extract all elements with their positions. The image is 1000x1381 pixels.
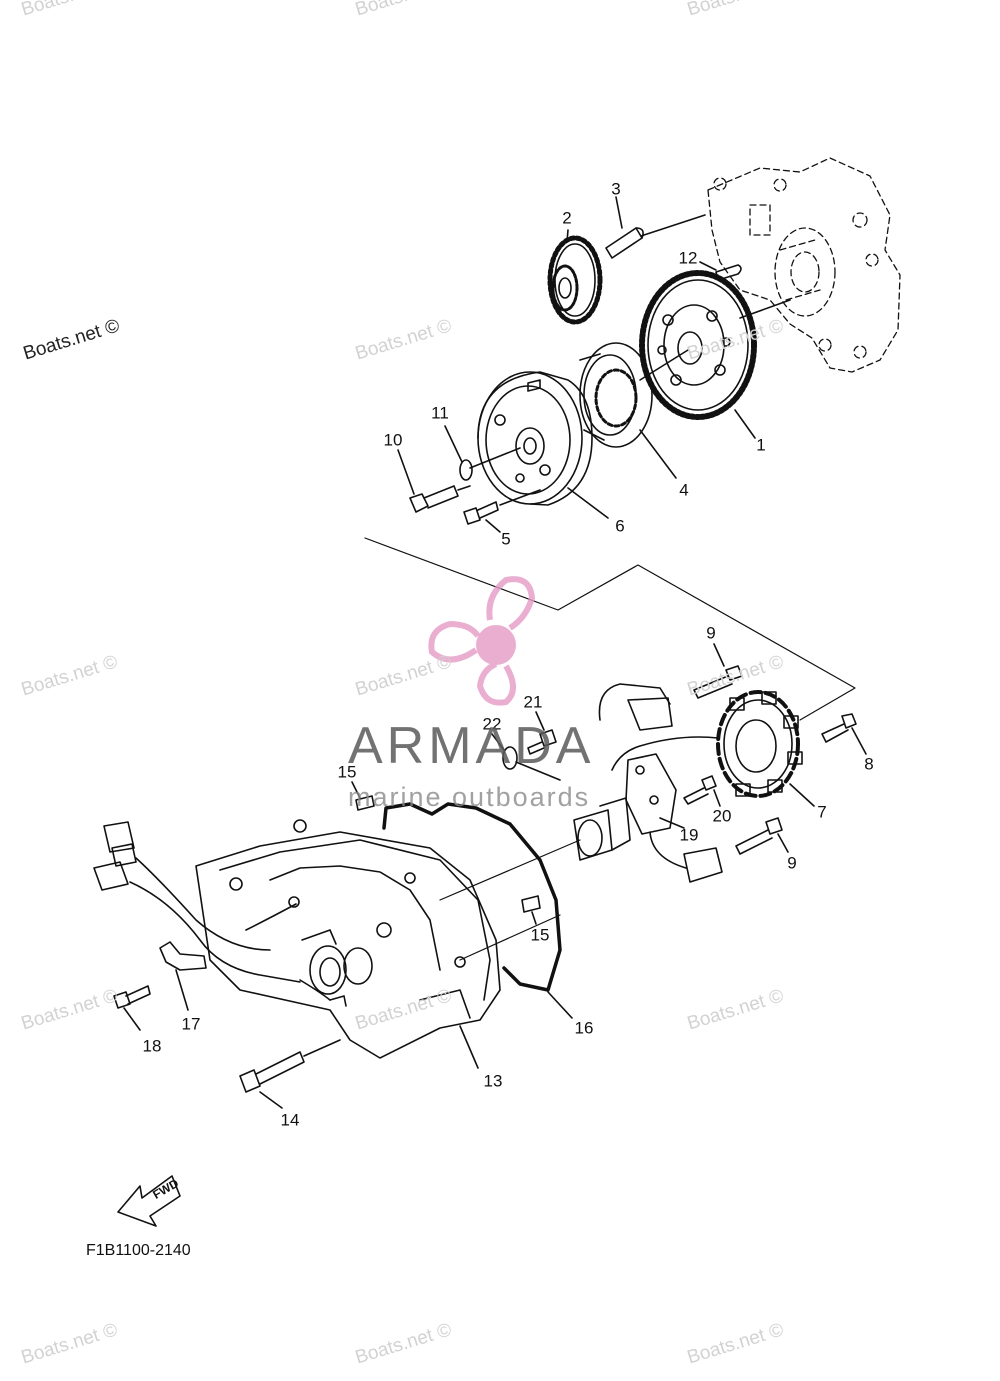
shaft-axis — [439, 839, 581, 961]
washer-22 — [491, 733, 561, 781]
clamp-17 — [159, 941, 207, 1011]
dowel-15-upper — [351, 781, 375, 811]
washer-11 — [444, 425, 521, 481]
callout-6: 6 — [615, 516, 625, 536]
callout-14: 14 — [280, 1110, 300, 1130]
callout-13: 13 — [483, 1071, 503, 1091]
fwd-arrow-icon — [117, 1175, 181, 1227]
bolt-5 — [463, 489, 541, 533]
generator-cover-13 — [195, 819, 501, 1069]
bolt-8 — [821, 713, 867, 755]
group-leader-lines — [364, 537, 856, 721]
callout-5: 5 — [501, 529, 511, 549]
bolt-10 — [397, 449, 471, 513]
gasket-16 — [382, 802, 573, 1019]
bolt-21 — [527, 711, 557, 755]
bolt-9-upper — [693, 643, 743, 699]
callout-17: 17 — [181, 1014, 201, 1034]
bolt-9-lower — [735, 817, 789, 855]
bolt-14 — [239, 1039, 341, 1109]
callout-16: 16 — [574, 1018, 594, 1038]
callout-10: 10 — [383, 430, 403, 450]
small-gear-2 — [547, 229, 603, 325]
pickup-coil-19 — [625, 753, 685, 835]
crankcase-outline — [707, 157, 901, 373]
brand-watermark: ARMADA — [348, 717, 595, 775]
callout-15-upper: 15 — [337, 762, 357, 782]
starter-clutch-4 — [579, 342, 689, 479]
callout-21: 21 — [523, 692, 543, 712]
callout-12: 12 — [678, 248, 698, 268]
seal-bushing — [573, 797, 631, 861]
callout-11: 11 — [431, 403, 449, 423]
bolt-18 — [113, 985, 151, 1031]
pin-3 — [605, 196, 706, 259]
callout-8: 8 — [864, 754, 874, 774]
callout-9-lower: 9 — [787, 853, 797, 873]
propeller-icon — [428, 576, 536, 706]
dowel-15-lower — [521, 895, 541, 925]
callout-20: 20 — [712, 806, 732, 826]
large-gear-1 — [639, 270, 791, 439]
figure-code: F1B1100-2140 — [86, 1242, 191, 1259]
flywheel-rotor-6 — [477, 371, 609, 519]
callout-19: 19 — [679, 825, 699, 845]
callout-15-lower: 15 — [530, 925, 550, 945]
callout-2: 2 — [562, 208, 572, 228]
wire-harness — [93, 821, 331, 1001]
callout-22: 22 — [482, 714, 502, 734]
callout-18: 18 — [142, 1036, 162, 1056]
callout-7: 7 — [817, 802, 827, 822]
stator-7 — [716, 690, 815, 807]
callout-1: 1 — [756, 435, 766, 455]
key-12 — [699, 261, 742, 281]
callout-4: 4 — [679, 480, 689, 500]
screw-20 — [683, 775, 721, 807]
stator-wiring — [598, 683, 723, 883]
brand-tagline: marine outboards — [348, 782, 591, 812]
callout-9-upper: 9 — [706, 623, 716, 643]
callout-3: 3 — [611, 179, 621, 199]
